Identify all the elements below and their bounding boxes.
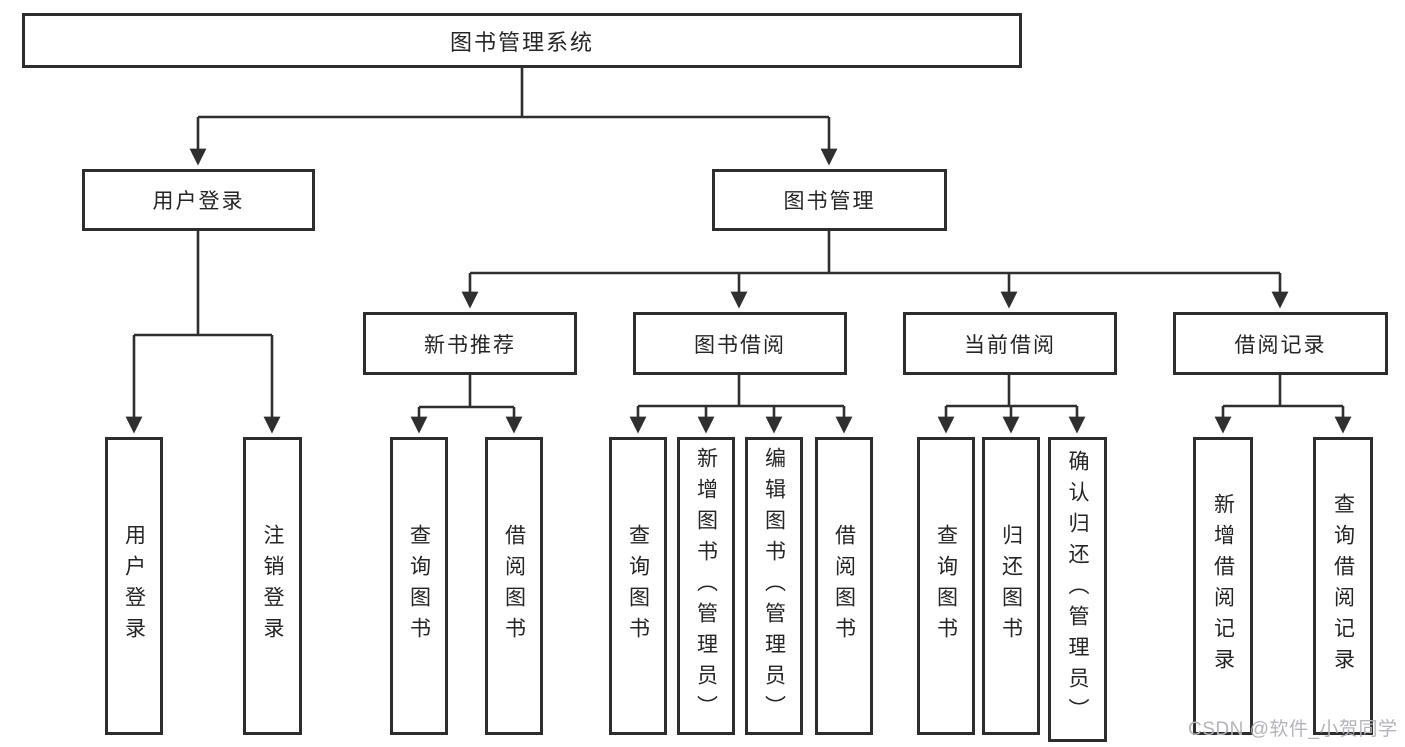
leaf-edit-book-admin-label: 编辑图书（管理员） bbox=[762, 446, 786, 726]
node-current-borrow: 当前借阅 bbox=[903, 312, 1117, 375]
node-borrow-record-label: 借阅记录 bbox=[1234, 333, 1327, 357]
csdn-watermark: CSDN @软件_小贺同学 bbox=[1188, 719, 1398, 740]
leaf-borrow-query-book-label: 查询图书 bbox=[626, 524, 650, 648]
leaf-return-book: 归还图书 bbox=[982, 437, 1040, 735]
leaf-add-book-admin-label: 新增图书（管理员） bbox=[694, 446, 718, 726]
node-current-borrow-label: 当前借阅 bbox=[964, 333, 1056, 357]
node-book-management: 图书管理 bbox=[712, 169, 947, 231]
leaf-current-query-book-label: 查询图书 bbox=[934, 524, 958, 648]
leaf-recommend-query-book-label: 查询图书 bbox=[407, 524, 431, 648]
leaf-borrow-query-book: 查询图书 bbox=[609, 437, 667, 735]
leaf-logout-label: 注销登录 bbox=[261, 524, 284, 648]
node-new-book-recommend-label: 新书推荐 bbox=[424, 333, 516, 357]
leaf-confirm-return-admin-label: 确认归还（管理员） bbox=[1066, 450, 1089, 729]
leaf-confirm-return-admin: 确认归还（管理员） bbox=[1048, 437, 1107, 742]
node-borrow-record: 借阅记录 bbox=[1173, 312, 1388, 375]
leaf-query-borrow-record: 查询借阅记录 bbox=[1313, 437, 1373, 735]
leaf-logout: 注销登录 bbox=[243, 437, 302, 735]
leaf-query-borrow-record-label: 查询借阅记录 bbox=[1331, 493, 1355, 679]
node-new-book-recommend: 新书推荐 bbox=[363, 312, 577, 375]
leaf-add-borrow-record-label: 新增借阅记录 bbox=[1211, 493, 1235, 679]
node-book-borrow: 图书借阅 bbox=[633, 312, 847, 375]
leaf-recommend-borrow-book-label: 借阅图书 bbox=[502, 524, 526, 648]
node-root-label: 图书管理系统 bbox=[449, 29, 594, 55]
leaf-user-login: 用户登录 bbox=[105, 437, 163, 735]
node-user-login-label: 用户登录 bbox=[152, 190, 245, 213]
node-book-management-label: 图书管理 bbox=[783, 190, 876, 213]
node-root: 图书管理系统 bbox=[22, 13, 1022, 68]
leaf-recommend-query-book: 查询图书 bbox=[390, 437, 448, 735]
leaf-add-book-admin: 新增图书（管理员） bbox=[677, 437, 735, 735]
leaf-current-query-book: 查询图书 bbox=[917, 437, 975, 735]
leaf-borrow-book-label: 借阅图书 bbox=[832, 524, 856, 648]
node-book-borrow-label: 图书借阅 bbox=[694, 333, 786, 357]
leaf-return-book-label: 归还图书 bbox=[999, 524, 1023, 648]
connector-trunks bbox=[134, 68, 1343, 409]
leaf-recommend-borrow-book: 借阅图书 bbox=[485, 437, 543, 735]
leaf-edit-book-admin: 编辑图书（管理员） bbox=[745, 437, 803, 735]
leaf-user-login-label: 用户登录 bbox=[122, 524, 146, 648]
leaf-add-borrow-record: 新增借阅记录 bbox=[1193, 437, 1253, 735]
leaf-borrow-book: 借阅图书 bbox=[815, 437, 873, 735]
node-user-login: 用户登录 bbox=[82, 169, 315, 231]
